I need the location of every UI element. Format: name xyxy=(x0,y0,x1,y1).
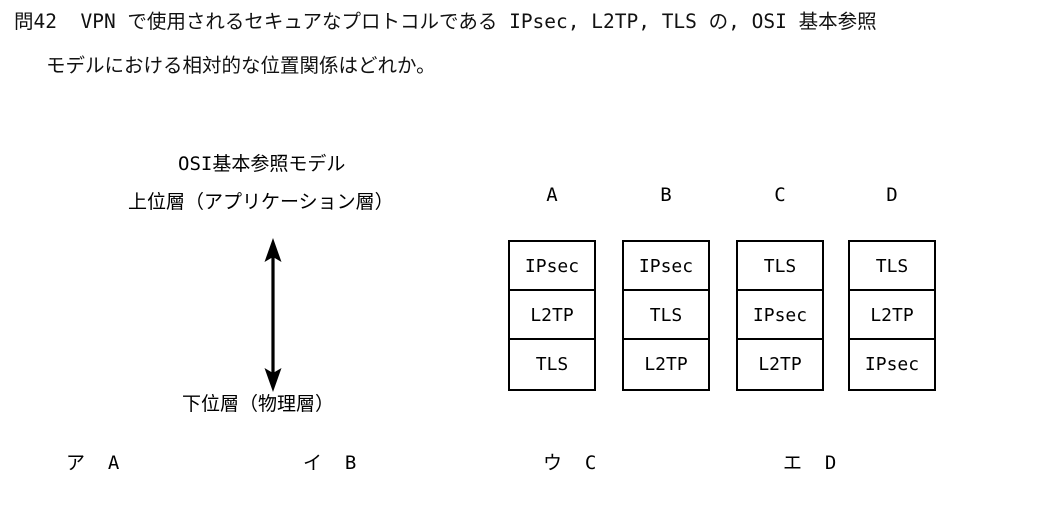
column-a-cell-1: IPsec xyxy=(510,242,594,291)
answer-choices: ア A イ B ウ C エ D xyxy=(0,448,1037,488)
column-a-cell-3: TLS xyxy=(510,340,594,389)
column-d-cell-1: TLS xyxy=(850,242,934,291)
column-d-cell-2: L2TP xyxy=(850,291,934,340)
column-c-stack: TLS IPsec L2TP xyxy=(736,240,824,391)
column-b-cell-2: TLS xyxy=(624,291,708,340)
column-a: A IPsec L2TP TLS xyxy=(508,183,596,391)
column-d-cell-3: IPsec xyxy=(850,340,934,389)
column-d-stack: TLS L2TP IPsec xyxy=(848,240,936,391)
column-a-cell-2: L2TP xyxy=(510,291,594,340)
column-b-header: B xyxy=(660,184,672,206)
column-c-cell-2: IPsec xyxy=(738,291,822,340)
column-a-stack: IPsec L2TP TLS xyxy=(508,240,596,391)
question-line-1: 問42 VPN で使用されるセキュアなプロトコルである IPsec, L2TP,… xyxy=(14,10,877,33)
column-c-cell-1: TLS xyxy=(738,242,822,291)
column-c-cell-3: L2TP xyxy=(738,340,822,389)
osi-lower-layer-label: 下位層（物理層） xyxy=(182,393,335,415)
column-c-header: C xyxy=(774,184,786,206)
osi-model-title: OSI基本参照モデル xyxy=(178,153,346,175)
answer-choice-u[interactable]: ウ C xyxy=(543,452,597,474)
osi-upper-layer-label: 上位層（アプリケーション層） xyxy=(128,191,394,213)
column-b-cell-1: IPsec xyxy=(624,242,708,291)
answer-choice-a[interactable]: ア A xyxy=(66,452,120,474)
question-line-2: モデルにおける相対的な位置関係はどれか。 xyxy=(46,54,436,77)
double-headed-vertical-arrow-icon xyxy=(264,238,282,392)
column-b-stack: IPsec TLS L2TP xyxy=(622,240,710,391)
column-a-header: A xyxy=(546,184,558,206)
column-c: C TLS IPsec L2TP xyxy=(736,183,824,391)
answer-choice-e[interactable]: エ D xyxy=(783,452,837,474)
protocol-stack-columns: A IPsec L2TP TLS B IPsec TLS L2TP C TLS … xyxy=(508,183,936,391)
column-b: B IPsec TLS L2TP xyxy=(622,183,710,391)
column-d: D TLS L2TP IPsec xyxy=(848,183,936,391)
answer-choice-i[interactable]: イ B xyxy=(303,452,357,474)
column-d-header: D xyxy=(886,184,898,206)
column-b-cell-3: L2TP xyxy=(624,340,708,389)
osi-model-figure: OSI基本参照モデル 上位層（アプリケーション層） 下位層（物理層） xyxy=(0,0,470,430)
